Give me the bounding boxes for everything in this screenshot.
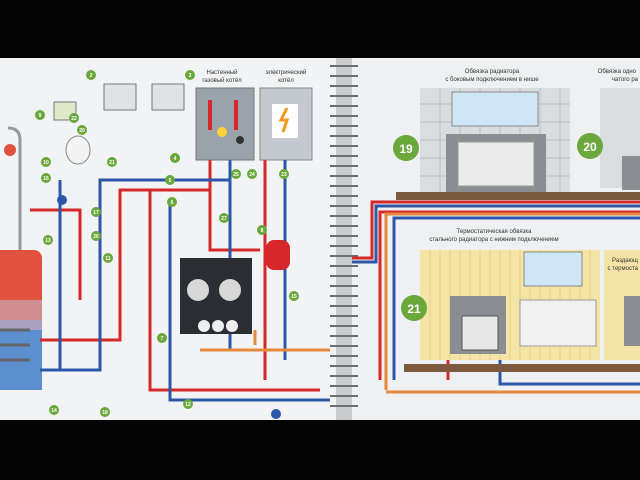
expansion-tank-small bbox=[65, 135, 91, 165]
electric-boiler bbox=[259, 87, 313, 161]
marker: 4 bbox=[170, 153, 180, 163]
panel-21: 21 Термостатическая обвязка стального ра… bbox=[401, 229, 640, 360]
right-diagram: 19 Обвязка радиатора с боковым подключен… bbox=[352, 69, 640, 394]
marker: 21 bbox=[107, 157, 117, 167]
svg-text:24: 24 bbox=[249, 172, 255, 178]
panel-19-caption-2: с боковым подключением в нише bbox=[445, 77, 539, 83]
svg-text:6: 6 bbox=[171, 200, 174, 206]
hot-pipes bbox=[30, 160, 320, 392]
marker: 18 bbox=[100, 407, 110, 417]
expansion-tank bbox=[266, 240, 290, 270]
marker: 20 bbox=[77, 125, 87, 135]
marker: 25 bbox=[231, 169, 241, 179]
svg-text:16: 16 bbox=[43, 176, 49, 182]
svg-text:5: 5 bbox=[169, 178, 172, 184]
gas-boiler-label-2: газовый котёл bbox=[202, 77, 242, 84]
marker: 8 bbox=[257, 225, 267, 235]
svg-text:26: 26 bbox=[93, 234, 99, 240]
electric-boiler-label-2: котёл bbox=[278, 78, 294, 84]
thermostat-1 bbox=[103, 83, 137, 111]
marker: 22 bbox=[69, 113, 79, 123]
marker: 23 bbox=[279, 169, 289, 179]
right-warm-pipes bbox=[384, 212, 640, 394]
panel-21-number: 21 bbox=[407, 302, 421, 316]
marker: 6 bbox=[167, 197, 177, 207]
marker: 24 bbox=[247, 169, 257, 179]
marker: 17 bbox=[91, 207, 101, 217]
marker: 9 bbox=[35, 110, 45, 120]
svg-text:22: 22 bbox=[71, 116, 77, 122]
marker: 27 bbox=[219, 213, 229, 223]
svg-text:8: 8 bbox=[261, 228, 264, 234]
water-heater-tank bbox=[0, 250, 42, 390]
panel-19-number: 19 bbox=[399, 142, 413, 156]
panel-right-caption-1: Раздающ bbox=[612, 258, 638, 264]
marker: 15 bbox=[289, 291, 299, 301]
svg-text:27: 27 bbox=[221, 216, 227, 222]
marker: 16 bbox=[41, 173, 51, 183]
marker: 2 bbox=[86, 70, 96, 80]
panel-19-caption-1: Обвязка радиатора bbox=[465, 69, 520, 75]
marker: 3 bbox=[185, 70, 195, 80]
pump-manifold bbox=[180, 258, 252, 334]
marker: 11 bbox=[103, 253, 113, 263]
panel-20-caption-2: чатого ра bbox=[612, 77, 639, 83]
svg-text:20: 20 bbox=[79, 128, 85, 134]
spiral-binding bbox=[330, 58, 358, 420]
svg-text:17: 17 bbox=[93, 210, 99, 216]
shower-pipe bbox=[7, 126, 22, 250]
blue-marker bbox=[271, 409, 281, 419]
number-markers: 2 3 4 5 6 7 8 9 10 11 12 13 14 15 16 17 … bbox=[35, 70, 299, 417]
svg-text:4: 4 bbox=[174, 156, 177, 162]
svg-text:9: 9 bbox=[39, 113, 42, 119]
marker: 26 bbox=[91, 231, 101, 241]
svg-text:3: 3 bbox=[189, 73, 192, 79]
svg-text:7: 7 bbox=[161, 336, 164, 342]
thermostat-2 bbox=[151, 83, 185, 111]
svg-text:10: 10 bbox=[43, 160, 49, 166]
marker: 10 bbox=[41, 157, 51, 167]
svg-text:25: 25 bbox=[233, 172, 239, 178]
panel-20-caption-1: Обвязка одно bbox=[598, 69, 637, 75]
marker: 5 bbox=[165, 175, 175, 185]
svg-text:12: 12 bbox=[185, 402, 191, 408]
panel-21-caption-1: Термостатическая обвязка bbox=[457, 229, 533, 235]
marker: 14 bbox=[49, 405, 59, 415]
marker: 12 bbox=[183, 399, 193, 409]
panel-right-caption-2: с термоста bbox=[607, 266, 638, 272]
warm-pipes bbox=[200, 330, 330, 352]
panel-20: 20 Обвязка одно чатого ра bbox=[577, 69, 640, 190]
svg-text:2: 2 bbox=[90, 73, 93, 79]
electric-boiler-label-1: электрический bbox=[266, 69, 307, 76]
svg-text:14: 14 bbox=[51, 408, 57, 414]
svg-text:11: 11 bbox=[105, 256, 111, 262]
panel-21-caption-2: стального радиатора с нижним подключение… bbox=[429, 237, 558, 243]
svg-text:21: 21 bbox=[109, 160, 115, 166]
gas-boiler-label-1: Настенный bbox=[207, 69, 238, 76]
marker: 7 bbox=[157, 333, 167, 343]
marker: 13 bbox=[43, 235, 53, 245]
panel-20-number: 20 bbox=[583, 140, 597, 154]
panel-19: 19 Обвязка радиатора с боковым подключен… bbox=[393, 69, 640, 200]
gas-boiler bbox=[195, 87, 255, 161]
svg-text:15: 15 bbox=[291, 294, 297, 300]
svg-text:13: 13 bbox=[45, 238, 51, 244]
blue-marker bbox=[57, 195, 67, 205]
left-diagram: Настенный газовый котёл электрический ко… bbox=[0, 69, 330, 419]
svg-text:23: 23 bbox=[281, 172, 287, 178]
svg-text:18: 18 bbox=[102, 410, 108, 416]
